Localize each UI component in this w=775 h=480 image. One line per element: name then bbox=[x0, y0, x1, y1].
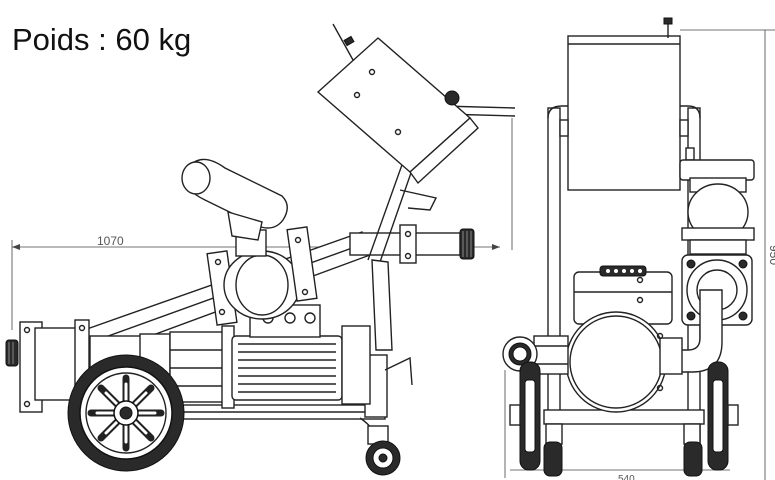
rear-wheel bbox=[67, 354, 185, 472]
side-view: 1070 bbox=[5, 23, 516, 476]
motor-terminal-box bbox=[573, 265, 673, 325]
front-caster bbox=[359, 417, 401, 476]
front-view-wheels bbox=[509, 361, 739, 471]
weight-label: Poids : 60 kg bbox=[12, 22, 192, 57]
front-view-casters bbox=[543, 423, 703, 477]
width-dimension-label: 540 bbox=[618, 474, 635, 480]
valve-assembly bbox=[206, 226, 318, 326]
front-view: 950 540 bbox=[502, 17, 775, 480]
valve-lever bbox=[181, 158, 288, 241]
upper-valve bbox=[679, 159, 755, 255]
length-dimension-label: 1070 bbox=[97, 234, 124, 248]
height-dimension-label: 950 bbox=[767, 245, 775, 265]
control-box-front bbox=[559, 17, 695, 191]
control-box bbox=[316, 23, 479, 185]
discharge-pipe bbox=[349, 224, 475, 264]
electric-motor bbox=[231, 304, 371, 405]
pump-round-body bbox=[502, 311, 683, 413]
